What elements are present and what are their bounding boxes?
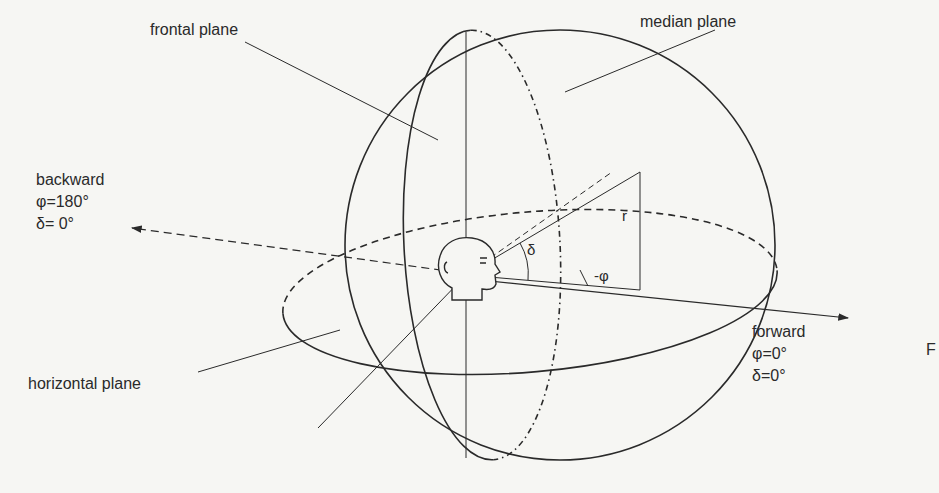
symbol-label: δ [527,240,535,259]
leader-line [198,330,340,372]
median-plane [393,26,571,464]
horizontal-plane [276,191,784,394]
symbol-label: r [622,206,627,225]
plane-label: median plane [640,12,736,31]
symbol-label: -φ [594,266,609,285]
forward-arrow [480,280,848,318]
direction-label: backward [36,170,104,189]
plane-label: frontal plane [150,20,238,39]
angle-value: φ=180° [36,192,89,211]
direction-label: forward [752,322,805,341]
sphere-outline [345,30,775,460]
edge-fragment: F [926,340,936,359]
lateral-axis [318,275,466,428]
backward-arrow [132,228,455,272]
projection-line [640,172,641,290]
azimuth-arc [580,270,588,286]
angle-value: δ= 0° [36,214,74,233]
angle-value: δ=0° [752,366,786,385]
plane-label: horizontal plane [28,374,141,393]
leader-line [245,42,438,140]
leader-line [565,30,715,92]
head-figure [439,238,501,300]
angle-value: φ=0° [752,344,787,363]
